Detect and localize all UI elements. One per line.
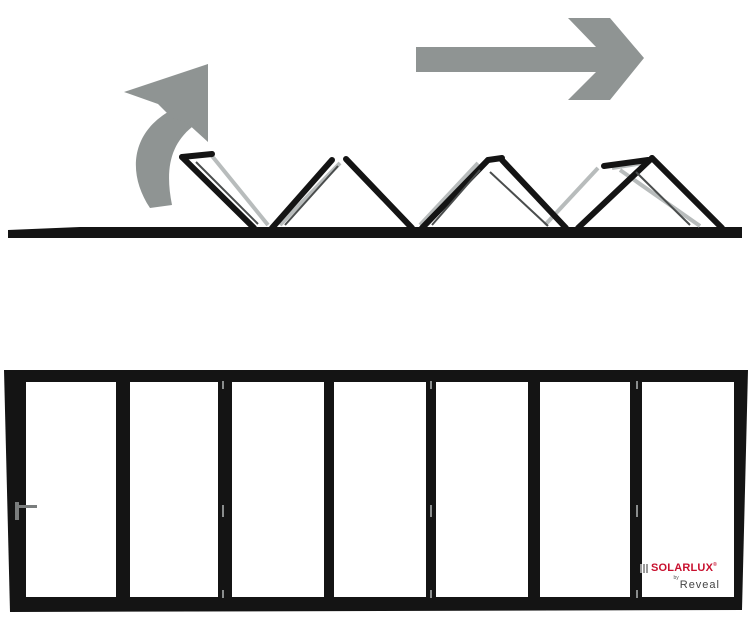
glass-pane-6 bbox=[540, 382, 630, 597]
glass-pane-7 bbox=[642, 382, 734, 597]
glass-pane-1 bbox=[26, 382, 116, 597]
hinge-icon bbox=[430, 590, 432, 598]
glass-pane-3 bbox=[232, 382, 324, 597]
curved-arrow-head bbox=[124, 64, 208, 142]
hinge-icon bbox=[636, 590, 638, 598]
logo-partner: Reveal bbox=[679, 579, 720, 591]
hinge-icon bbox=[636, 505, 638, 517]
front-view bbox=[4, 370, 748, 612]
solarlux-logo: SOLARLUX® byReveal bbox=[640, 562, 732, 594]
hinge-icon bbox=[636, 381, 638, 389]
glass-pane-2 bbox=[130, 382, 218, 597]
logo-by: by bbox=[673, 575, 679, 581]
hinge-icon bbox=[430, 381, 432, 389]
glass-pane-4 bbox=[334, 382, 426, 597]
hinges bbox=[222, 381, 638, 598]
hinge-icon bbox=[222, 590, 224, 598]
glass-pane-5 bbox=[436, 382, 528, 597]
logo-brand: SOLARLUX® bbox=[651, 562, 717, 574]
glass-panes bbox=[26, 382, 734, 597]
hinge-icon bbox=[430, 505, 432, 517]
hinge-icon bbox=[222, 505, 224, 517]
outer-panels bbox=[179, 151, 725, 231]
floor-track bbox=[8, 227, 742, 238]
top-view bbox=[8, 18, 742, 238]
panel-shadow-lines bbox=[195, 161, 691, 227]
hinge-icon bbox=[222, 381, 224, 389]
solarlux-mark-icon bbox=[640, 563, 648, 573]
straight-arrow-icon bbox=[416, 18, 644, 100]
door-handle-icon bbox=[15, 502, 37, 520]
